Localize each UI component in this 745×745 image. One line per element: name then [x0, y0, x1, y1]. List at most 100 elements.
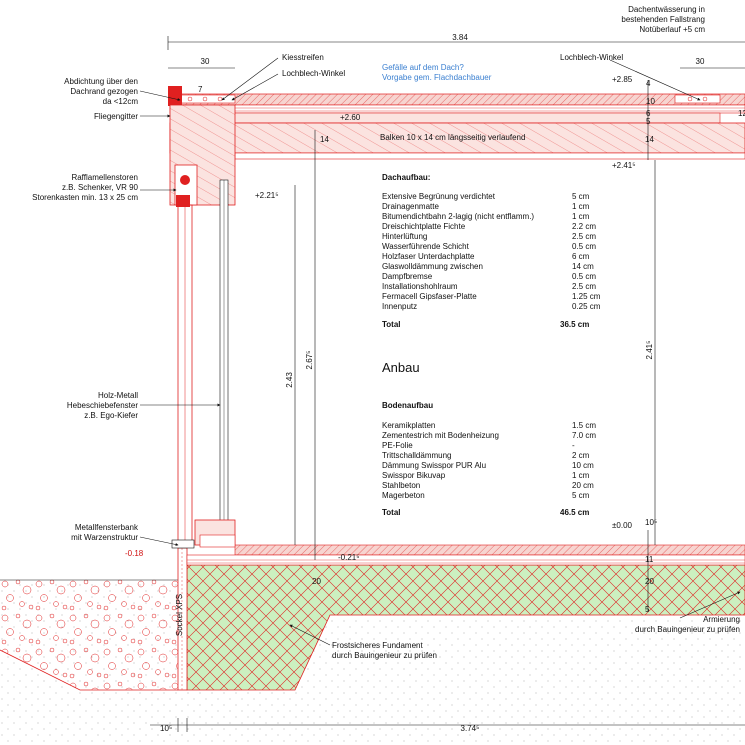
label-fliegengitter: Fliegengitter — [94, 112, 138, 121]
dachaufbau-row-name: Innenputz — [382, 302, 417, 311]
dim-overall-width: 3.84 — [452, 33, 468, 42]
dim-left-30: 30 — [201, 57, 210, 66]
dachaufbau-row-name: Dreischichtplatte Fichte — [382, 222, 466, 231]
floor-buildup — [186, 544, 745, 566]
level-m018: -0.18 — [125, 549, 144, 558]
dachaufbau-total-value: 36.5 cm — [560, 320, 589, 329]
level-285: +2.85 — [612, 75, 633, 84]
label-fensterbank-1: Metallfensterbank — [75, 523, 139, 532]
bodenaufbau-row-value: 7.0 cm — [572, 431, 596, 440]
label-fenster-2: Hebeschiebefenster — [67, 401, 138, 410]
dim-20b: 20 — [312, 577, 321, 586]
bodenaufbau-row-name: Keramikplatten — [382, 421, 435, 430]
label-lochblech-right: Lochblech-Winkel — [560, 53, 623, 62]
bodenaufbau-row-name: Zementestrich mit Bodenheizung — [382, 431, 499, 440]
label-storen-3: Storenkasten min. 13 x 25 cm — [32, 193, 138, 202]
dachaufbau-row-name: Holzfaser Unterdachplatte — [382, 252, 475, 261]
dachaufbau-row-name: Hinterlüftung — [382, 232, 427, 241]
dim-4: 4 — [646, 79, 651, 88]
dachaufbau-row-name: Extensive Begrünung verdichtet — [382, 192, 496, 201]
roof-structure — [168, 86, 745, 160]
dim-bottom-width: 3.74⁵ — [461, 724, 480, 733]
dachaufbau-row-value: 14 cm — [572, 262, 594, 271]
level-221: +2.21⁵ — [255, 191, 279, 200]
dachaufbau-row-name: Drainagenmatte — [382, 202, 439, 211]
label-fensterbank-2: mit Warzenstruktur — [71, 533, 138, 542]
bodenaufbau-row-value: - — [572, 441, 575, 450]
dachaufbau-title: Dachaufbau: — [382, 173, 430, 182]
label-abdichtung-1: Abdichtung über den — [64, 77, 138, 86]
dim-5: 5 — [646, 117, 651, 126]
bodenaufbau-total-label: Total — [382, 508, 401, 517]
dim-14a: 14 — [645, 135, 654, 144]
dim-10: 10 — [646, 97, 655, 106]
bodenaufbau-row-name: Magerbeton — [382, 491, 425, 500]
bodenaufbau-row-value: 20 cm — [572, 481, 594, 490]
dim-11: 11 — [645, 555, 654, 564]
label-storen-2: z.B. Schenker, VR 90 — [62, 183, 139, 192]
level-000: ±0.00 — [612, 521, 633, 530]
dachaufbau-row-value: 1 cm — [572, 212, 590, 221]
dachaufbau-row-value: 1.25 cm — [572, 292, 601, 301]
label-abdichtung-2: Dachrand gezogen — [70, 87, 138, 96]
dachaufbau-row-name: Glaswolldämmung zwischen — [382, 262, 483, 271]
bodenaufbau-row-name: Dämmung Swisspor PUR Alu — [382, 461, 486, 470]
label-balken: Balken 10 x 14 cm längsseitig verlaufend — [380, 133, 525, 142]
dachaufbau-row-value: 2.5 cm — [572, 232, 596, 241]
dachaufbau-row-name: Fermacell Gipsfaser-Platte — [382, 292, 477, 301]
label-lochblech-left: Lochblech-Winkel — [282, 69, 345, 78]
label-fenster-3: z.B. Ego-Kiefer — [84, 411, 138, 420]
dachaufbau-row-name: Dampfbremse — [382, 272, 433, 281]
dachaufbau-row-value: 6 cm — [572, 252, 590, 261]
label-sockel: Sockel XPS — [175, 594, 184, 636]
dim-10b: 10⁵ — [645, 518, 657, 527]
level-260: +2.60 — [340, 113, 361, 122]
dachaufbau-row-name: Wasserführende Schicht — [382, 242, 470, 251]
level-241: +2.41⁵ — [612, 161, 636, 170]
dachaufbau-row-value: 0.5 cm — [572, 242, 596, 251]
bodenaufbau-row-value: 1.5 cm — [572, 421, 596, 430]
label-fundament-1: Frostsicheres Fundament — [332, 641, 423, 650]
top-note-2: bestehenden Fallstrang — [621, 15, 705, 24]
blue-note-2: Vorgabe gem. Flachdachbauer — [382, 73, 492, 82]
dim-h241: 2.41⁵ — [645, 341, 654, 360]
bodenaufbau-row-name: Swisspor Bikuvap — [382, 471, 446, 480]
dim-h267: 2.67⁵ — [305, 351, 314, 370]
label-abdichtung-3: da <12cm — [103, 97, 139, 106]
bodenaufbau-row-value: 10 cm — [572, 461, 594, 470]
wall-and-window — [169, 104, 236, 549]
anbau-title: Anbau — [382, 360, 420, 375]
dachaufbau-row-value: 0.5 cm — [572, 272, 596, 281]
bodenaufbau-table: Bodenaufbau Keramikplatten 1.5 cm Zementes… — [382, 401, 596, 517]
bodenaufbau-row-value: 5 cm — [572, 491, 590, 500]
label-fundament-2: durch Bauingenieur zu prüfen — [332, 651, 437, 660]
level-m021: -0.21⁵ — [338, 553, 360, 562]
bodenaufbau-row-value: 2 cm — [572, 451, 590, 460]
dachaufbau-row-name: Installationshohlraum — [382, 282, 458, 291]
label-kiesstreifen: Kiesstreifen — [282, 53, 324, 62]
dachaufbau-row-value: 2.5 cm — [572, 282, 596, 291]
bodenaufbau-total-value: 46.5 cm — [560, 508, 589, 517]
annotations: Dachentwässerung in bestehenden Fallstra… — [32, 5, 745, 733]
bodenaufbau-row-name: PE-Folie — [382, 441, 413, 450]
bodenaufbau-title: Bodenaufbau — [382, 401, 433, 410]
dachaufbau-total-label: Total — [382, 320, 401, 329]
leader-lines — [139, 57, 741, 646]
bodenaufbau-row-name: Trittschalldämmung — [382, 451, 452, 460]
dim-right-30: 30 — [696, 57, 705, 66]
top-note-3: Notüberlauf +5 cm — [639, 25, 705, 34]
bodenaufbau-row-name: Stahlbeton — [382, 481, 420, 490]
dachaufbau-row-value: 2.2 cm — [572, 222, 596, 231]
dim-bottom-left: 10⁵ — [160, 724, 172, 733]
dimension-lines — [150, 36, 745, 732]
label-fenster-1: Holz-Metall — [98, 391, 138, 400]
dim-20a: 20 — [645, 577, 654, 586]
label-storen-1: Rafflamellenstoren — [71, 173, 138, 182]
bodenaufbau-row-value: 1 cm — [572, 471, 590, 480]
label-armierung-1: Armierung — [703, 615, 740, 624]
dim-7: 7 — [198, 85, 203, 94]
top-note-1: Dachentwässerung in — [628, 5, 705, 14]
dim-12: 12 — [738, 109, 745, 118]
label-armierung-2: durch Bauingenieur zu prüfen — [635, 625, 740, 634]
